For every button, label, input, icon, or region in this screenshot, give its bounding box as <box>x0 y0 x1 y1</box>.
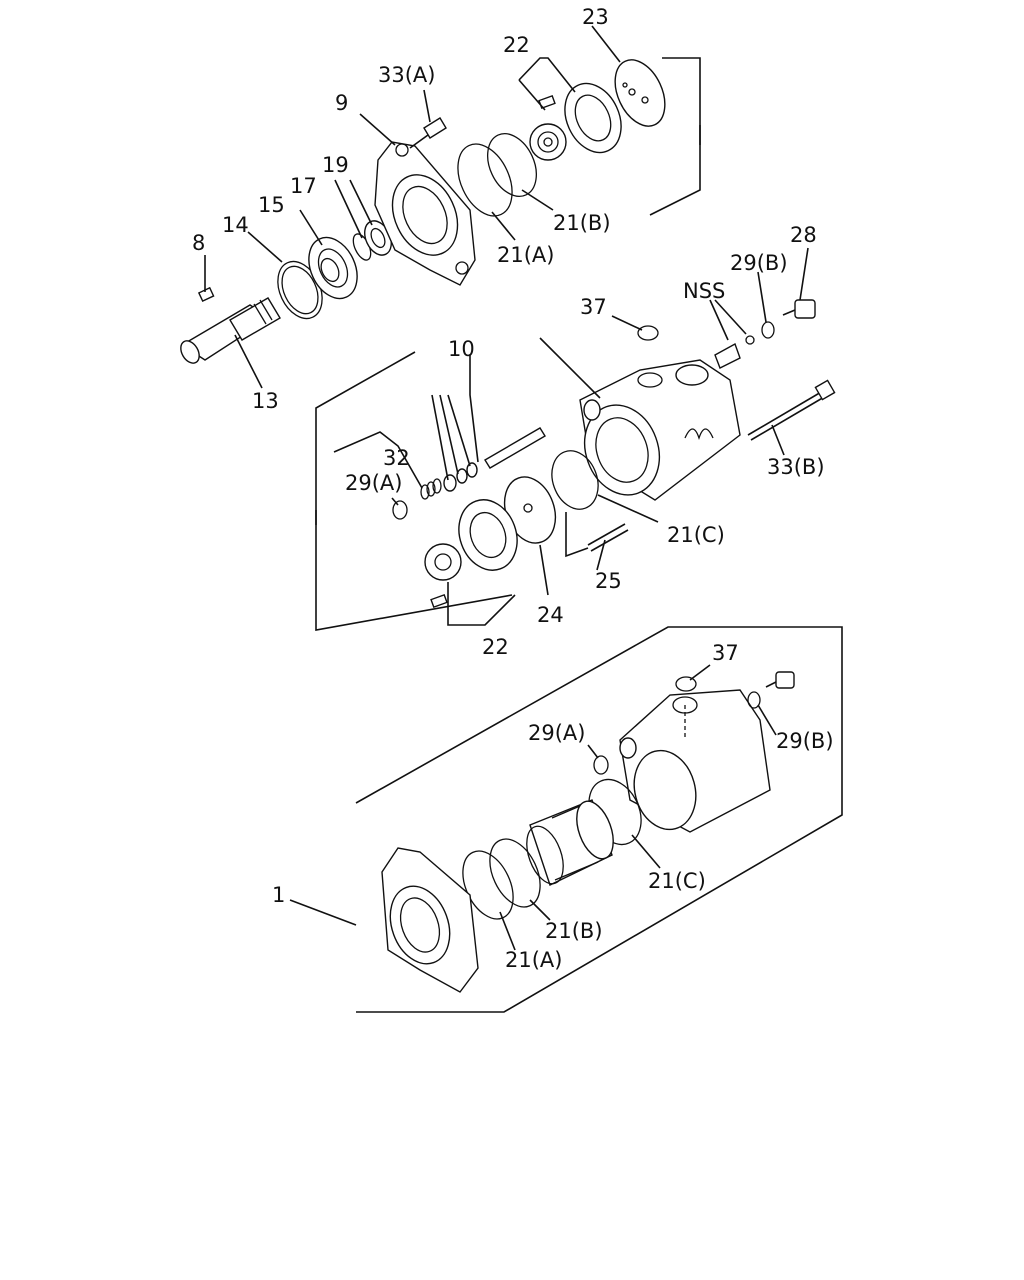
top-group-bracket <box>649 57 701 216</box>
label-24: 24 <box>537 603 564 627</box>
washer-29b-mid <box>761 321 775 339</box>
washer-37-mid <box>637 325 659 341</box>
label-21c-bot: 21(C) <box>648 869 706 893</box>
spring <box>420 478 442 500</box>
key-mid <box>430 593 448 609</box>
label-25: 25 <box>595 569 622 593</box>
label-17: 17 <box>290 174 317 198</box>
bolt-33a <box>409 117 447 149</box>
label-8: 8 <box>192 231 205 255</box>
label-21c-mid: 21(C) <box>667 523 725 547</box>
label-33a: 33(A) <box>378 63 435 87</box>
label-29b-bot: 29(B) <box>776 729 834 753</box>
cartridge <box>526 799 614 886</box>
label-33b: 33(B) <box>767 455 825 479</box>
gear-top <box>529 123 567 161</box>
label-15: 15 <box>258 193 285 217</box>
pin-25 <box>587 523 626 546</box>
rear-body <box>619 689 771 833</box>
label-37-bot: 37 <box>712 641 739 665</box>
label-9: 9 <box>335 91 348 115</box>
label-14: 14 <box>222 213 249 237</box>
valve-spool <box>443 427 546 492</box>
drive-shaft <box>180 286 281 364</box>
plug-bot <box>775 671 795 689</box>
cam-ring-top <box>564 82 622 154</box>
label-21b-top: 21(B) <box>553 211 611 235</box>
cam-ring-mid <box>458 499 518 571</box>
washer-29a-bot <box>593 755 609 775</box>
label-1: 1 <box>272 883 285 907</box>
label-28: 28 <box>790 223 817 247</box>
callout-labels: 23 22 33(A) 9 19 17 15 14 8 21(B) 21(A) … <box>192 5 834 972</box>
washer-29a-mid <box>392 500 408 520</box>
label-29a-mid: 29(A) <box>345 471 402 495</box>
side-plate-top <box>614 59 666 127</box>
o-ring-21a <box>457 143 513 217</box>
label-21b-bot: 21(B) <box>545 919 603 943</box>
gear-mid <box>424 543 462 581</box>
bearing <box>308 236 358 300</box>
label-23: 23 <box>582 5 609 29</box>
label-13: 13 <box>252 389 279 413</box>
label-21a-top: 21(A) <box>497 243 554 267</box>
label-19: 19 <box>322 153 349 177</box>
label-10: 10 <box>448 337 475 361</box>
washer-29b-bot <box>747 691 761 709</box>
front-housing-bot <box>381 847 479 993</box>
middle-assembly <box>315 299 836 631</box>
top-assembly <box>180 57 701 364</box>
label-22-mid: 22 <box>482 635 509 659</box>
label-29b-mid: 29(B) <box>730 251 788 275</box>
nss-fitting <box>714 335 755 369</box>
label-29a-bot: 29(A) <box>528 721 585 745</box>
label-37-mid: 37 <box>580 295 607 319</box>
bottom-assembly <box>355 626 843 1013</box>
o-ring-21b-bot <box>489 838 541 908</box>
label-nss: NSS <box>683 279 725 303</box>
bottom-group-bracket <box>355 626 843 1013</box>
o-ring-21c-mid <box>551 450 599 510</box>
label-21a-bot: 21(A) <box>505 948 562 972</box>
label-32: 32 <box>383 446 410 470</box>
plug-28 <box>782 299 816 319</box>
o-ring-21b <box>487 133 537 197</box>
label-22-top: 22 <box>503 33 530 57</box>
washer-37-bot <box>675 676 697 692</box>
leader-lines <box>204 25 809 951</box>
front-housing <box>374 141 476 286</box>
bolt-33b <box>747 387 829 436</box>
pump-body <box>579 359 741 501</box>
